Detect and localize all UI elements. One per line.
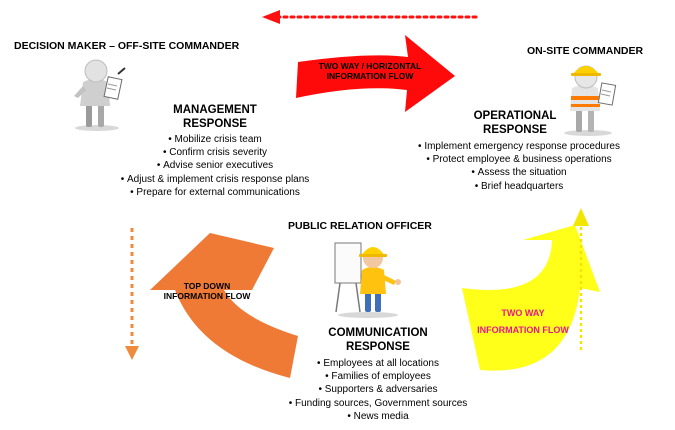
management-response-list: Mobilize crisis team Confirm crisis seve…: [75, 133, 355, 199]
list-item: News media: [248, 410, 508, 423]
orange-dotted-arrow: [125, 228, 139, 360]
list-item: Adjust & implement crisis response plans: [75, 173, 355, 186]
list-item: Funding sources, Government sources: [248, 397, 508, 410]
list-item: Confirm crisis severity: [75, 146, 355, 159]
list-item: Brief headquarters: [374, 180, 664, 193]
operational-response-list: Implement emergency response procedures …: [374, 140, 664, 193]
topdown-flow-label: TOP DOWN INFORMATION FLOW: [163, 281, 251, 301]
red-dotted-arrow: [262, 10, 478, 24]
yellow-dotted-arrow: [573, 208, 589, 350]
operational-response-heading: OPERATIONAL RESPONSE: [473, 110, 557, 136]
list-item: Advise senior executives: [75, 159, 355, 172]
twoway-flow-arrow: [462, 225, 600, 371]
twoway-flow-label: TWO WAY INFORMATION FLOW: [477, 308, 569, 335]
topdown-flow-arrow: [150, 233, 298, 378]
list-item: Families of employees: [248, 370, 508, 383]
management-response-heading: MANAGEMENT RESPONSE: [173, 104, 257, 130]
list-item: Supporters & adversaries: [248, 383, 508, 396]
pr-officer-figure: [334, 242, 401, 318]
off-site-commander-figure: [74, 59, 126, 131]
horizontal-flow-arrow: [296, 35, 455, 112]
horizontal-flow-label: TWO WAY / HORIZONTAL INFORMATION FLOW: [318, 61, 422, 81]
off-site-commander-title: DECISION MAKER – OFF-SITE COMMANDER: [14, 40, 240, 52]
on-site-commander-title: ON-SITE COMMANDER: [527, 45, 644, 57]
list-item: Implement emergency response procedures: [374, 140, 664, 153]
list-item: Protect employee & business operations: [374, 153, 664, 166]
pr-officer-title: PUBLIC RELATION OFFICER: [288, 220, 432, 232]
list-item: Prepare for external communications: [75, 186, 355, 199]
communication-response-heading: COMMUNICATION RESPONSE: [328, 327, 428, 353]
list-item: Assess the situation: [374, 166, 664, 179]
communication-response-list: Employees at all locations Families of e…: [248, 357, 508, 423]
list-item: Mobilize crisis team: [75, 133, 355, 146]
on-site-commander-figure: [564, 65, 617, 136]
list-item: Employees at all locations: [248, 357, 508, 370]
